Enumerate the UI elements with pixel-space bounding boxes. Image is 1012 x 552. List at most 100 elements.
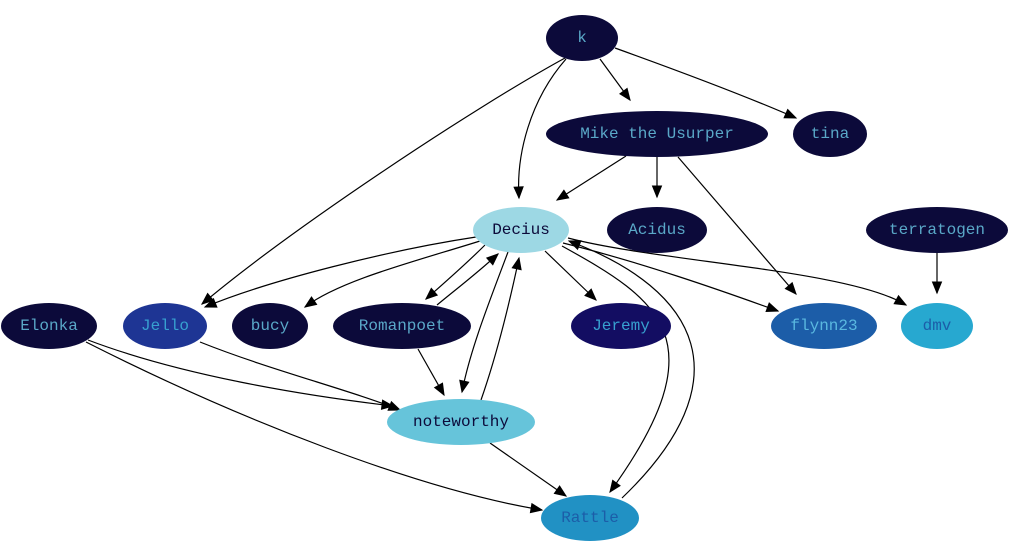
edge-line — [425, 244, 486, 300]
node-acidus[interactable]: Acidus — [607, 207, 707, 253]
edge-decius-to-flynn23 — [562, 242, 780, 313]
node-flynn23[interactable]: flynn23 — [771, 303, 877, 349]
node-terratogen[interactable]: terratogen — [866, 207, 1008, 253]
edge-elonka-to-noteworthy — [87, 339, 395, 410]
node-bucy[interactable]: bucy — [232, 303, 308, 349]
node-shape — [771, 303, 877, 349]
node-k[interactable]: k — [546, 15, 618, 61]
node-shape — [232, 303, 308, 349]
node-elonka[interactable]: Elonka — [1, 303, 97, 349]
edge-decius-to-noteworthy — [459, 251, 509, 394]
edge-arrowhead — [931, 281, 943, 295]
edge-arrowhead — [784, 281, 797, 296]
edge-arrowhead — [567, 240, 582, 251]
node-shape — [473, 207, 569, 253]
node-label: dmv — [923, 317, 952, 335]
node-label: Acidus — [628, 221, 686, 239]
edge-arrowhead — [783, 108, 798, 119]
node-shape — [607, 207, 707, 253]
node-shape — [793, 111, 867, 157]
edge-line — [562, 242, 779, 312]
edge-decius-to-jeremy — [544, 250, 597, 301]
edge-arrowhead — [425, 287, 439, 300]
node-jello[interactable]: Jello — [123, 303, 207, 349]
node-label: Decius — [492, 221, 550, 239]
edge-arrowhead — [651, 185, 663, 199]
node-label: tina — [811, 125, 850, 143]
node-label: k — [577, 29, 587, 47]
edge-line — [480, 257, 520, 401]
edge-arrowhead — [765, 302, 780, 313]
node-shape — [546, 15, 618, 61]
edge-line — [201, 57, 566, 305]
node-shape — [387, 399, 535, 445]
edge-line — [204, 236, 477, 308]
edge-k-to-decius — [513, 58, 567, 200]
edge-layer — [85, 47, 943, 514]
node-label: terratogen — [889, 221, 985, 239]
node-rattle[interactable]: Rattle — [541, 495, 639, 541]
edge-line — [614, 47, 797, 119]
edge-arrowhead — [200, 292, 215, 305]
edge-line — [567, 237, 907, 306]
edge-mike-to-decius — [555, 155, 627, 201]
node-label: Romanpoet — [359, 317, 445, 335]
edge-romanpoet-to-decius — [436, 253, 499, 306]
node-label: Elonka — [20, 317, 78, 335]
edge-k-to-jello — [200, 57, 566, 305]
edge-decius-to-dmv — [567, 237, 908, 306]
node-romanpoet[interactable]: Romanpoet — [333, 303, 471, 349]
edge-rattle-to-decius — [567, 240, 695, 499]
edge-k-to-mike — [599, 58, 631, 102]
edge-arrowhead — [609, 479, 621, 494]
edge-arrowhead — [893, 294, 908, 306]
node-decius[interactable]: Decius — [473, 207, 569, 253]
edge-decius-to-jello — [203, 236, 477, 308]
edge-line — [556, 155, 627, 201]
edge-decius-to-romanpoet — [425, 244, 486, 300]
edge-jello-to-noteworthy — [199, 341, 402, 411]
edge-line — [568, 240, 695, 499]
edge-line — [489, 442, 567, 497]
edge-arrowhead — [433, 382, 445, 397]
edge-arrowhead — [529, 502, 544, 514]
edge-line — [87, 339, 394, 407]
edge-arrowhead — [203, 297, 218, 308]
edge-arrowhead — [555, 189, 570, 201]
edge-noteworthy-to-rattle — [489, 442, 568, 497]
edge-line — [199, 341, 401, 411]
edge-terratogen-to-dmv — [931, 253, 943, 295]
edge-arrowhead — [303, 296, 318, 308]
edge-line — [518, 58, 567, 199]
node-label: Mike the Usurper — [580, 125, 734, 143]
node-shape — [123, 303, 207, 349]
node-shape — [541, 495, 639, 541]
node-label: Jeremy — [592, 317, 650, 335]
node-tina[interactable]: tina — [793, 111, 867, 157]
edge-arrowhead — [511, 256, 522, 271]
edge-elonka-to-rattle — [85, 341, 544, 514]
node-noteworthy[interactable]: noteworthy — [387, 399, 535, 445]
node-mike[interactable]: Mike the Usurper — [546, 111, 768, 157]
node-jeremy[interactable]: Jeremy — [571, 303, 671, 349]
edge-line — [544, 250, 597, 301]
edge-arrowhead — [459, 379, 470, 394]
edge-arrowhead — [387, 400, 402, 411]
edge-arrowhead — [584, 288, 597, 301]
edge-mike-to-acidus — [651, 157, 663, 199]
node-dmv[interactable]: dmv — [901, 303, 973, 349]
node-shape — [901, 303, 973, 349]
node-shape — [866, 207, 1008, 253]
node-label: noteworthy — [413, 413, 509, 431]
node-label: Jello — [141, 317, 189, 335]
edge-arrowhead — [619, 87, 631, 102]
node-shape — [571, 303, 671, 349]
edge-line — [461, 251, 509, 393]
edge-arrowhead — [553, 485, 568, 497]
node-shape — [333, 303, 471, 349]
edge-decius-to-bucy — [303, 240, 481, 308]
edge-arrowhead — [485, 253, 499, 266]
node-label: Rattle — [561, 509, 619, 527]
